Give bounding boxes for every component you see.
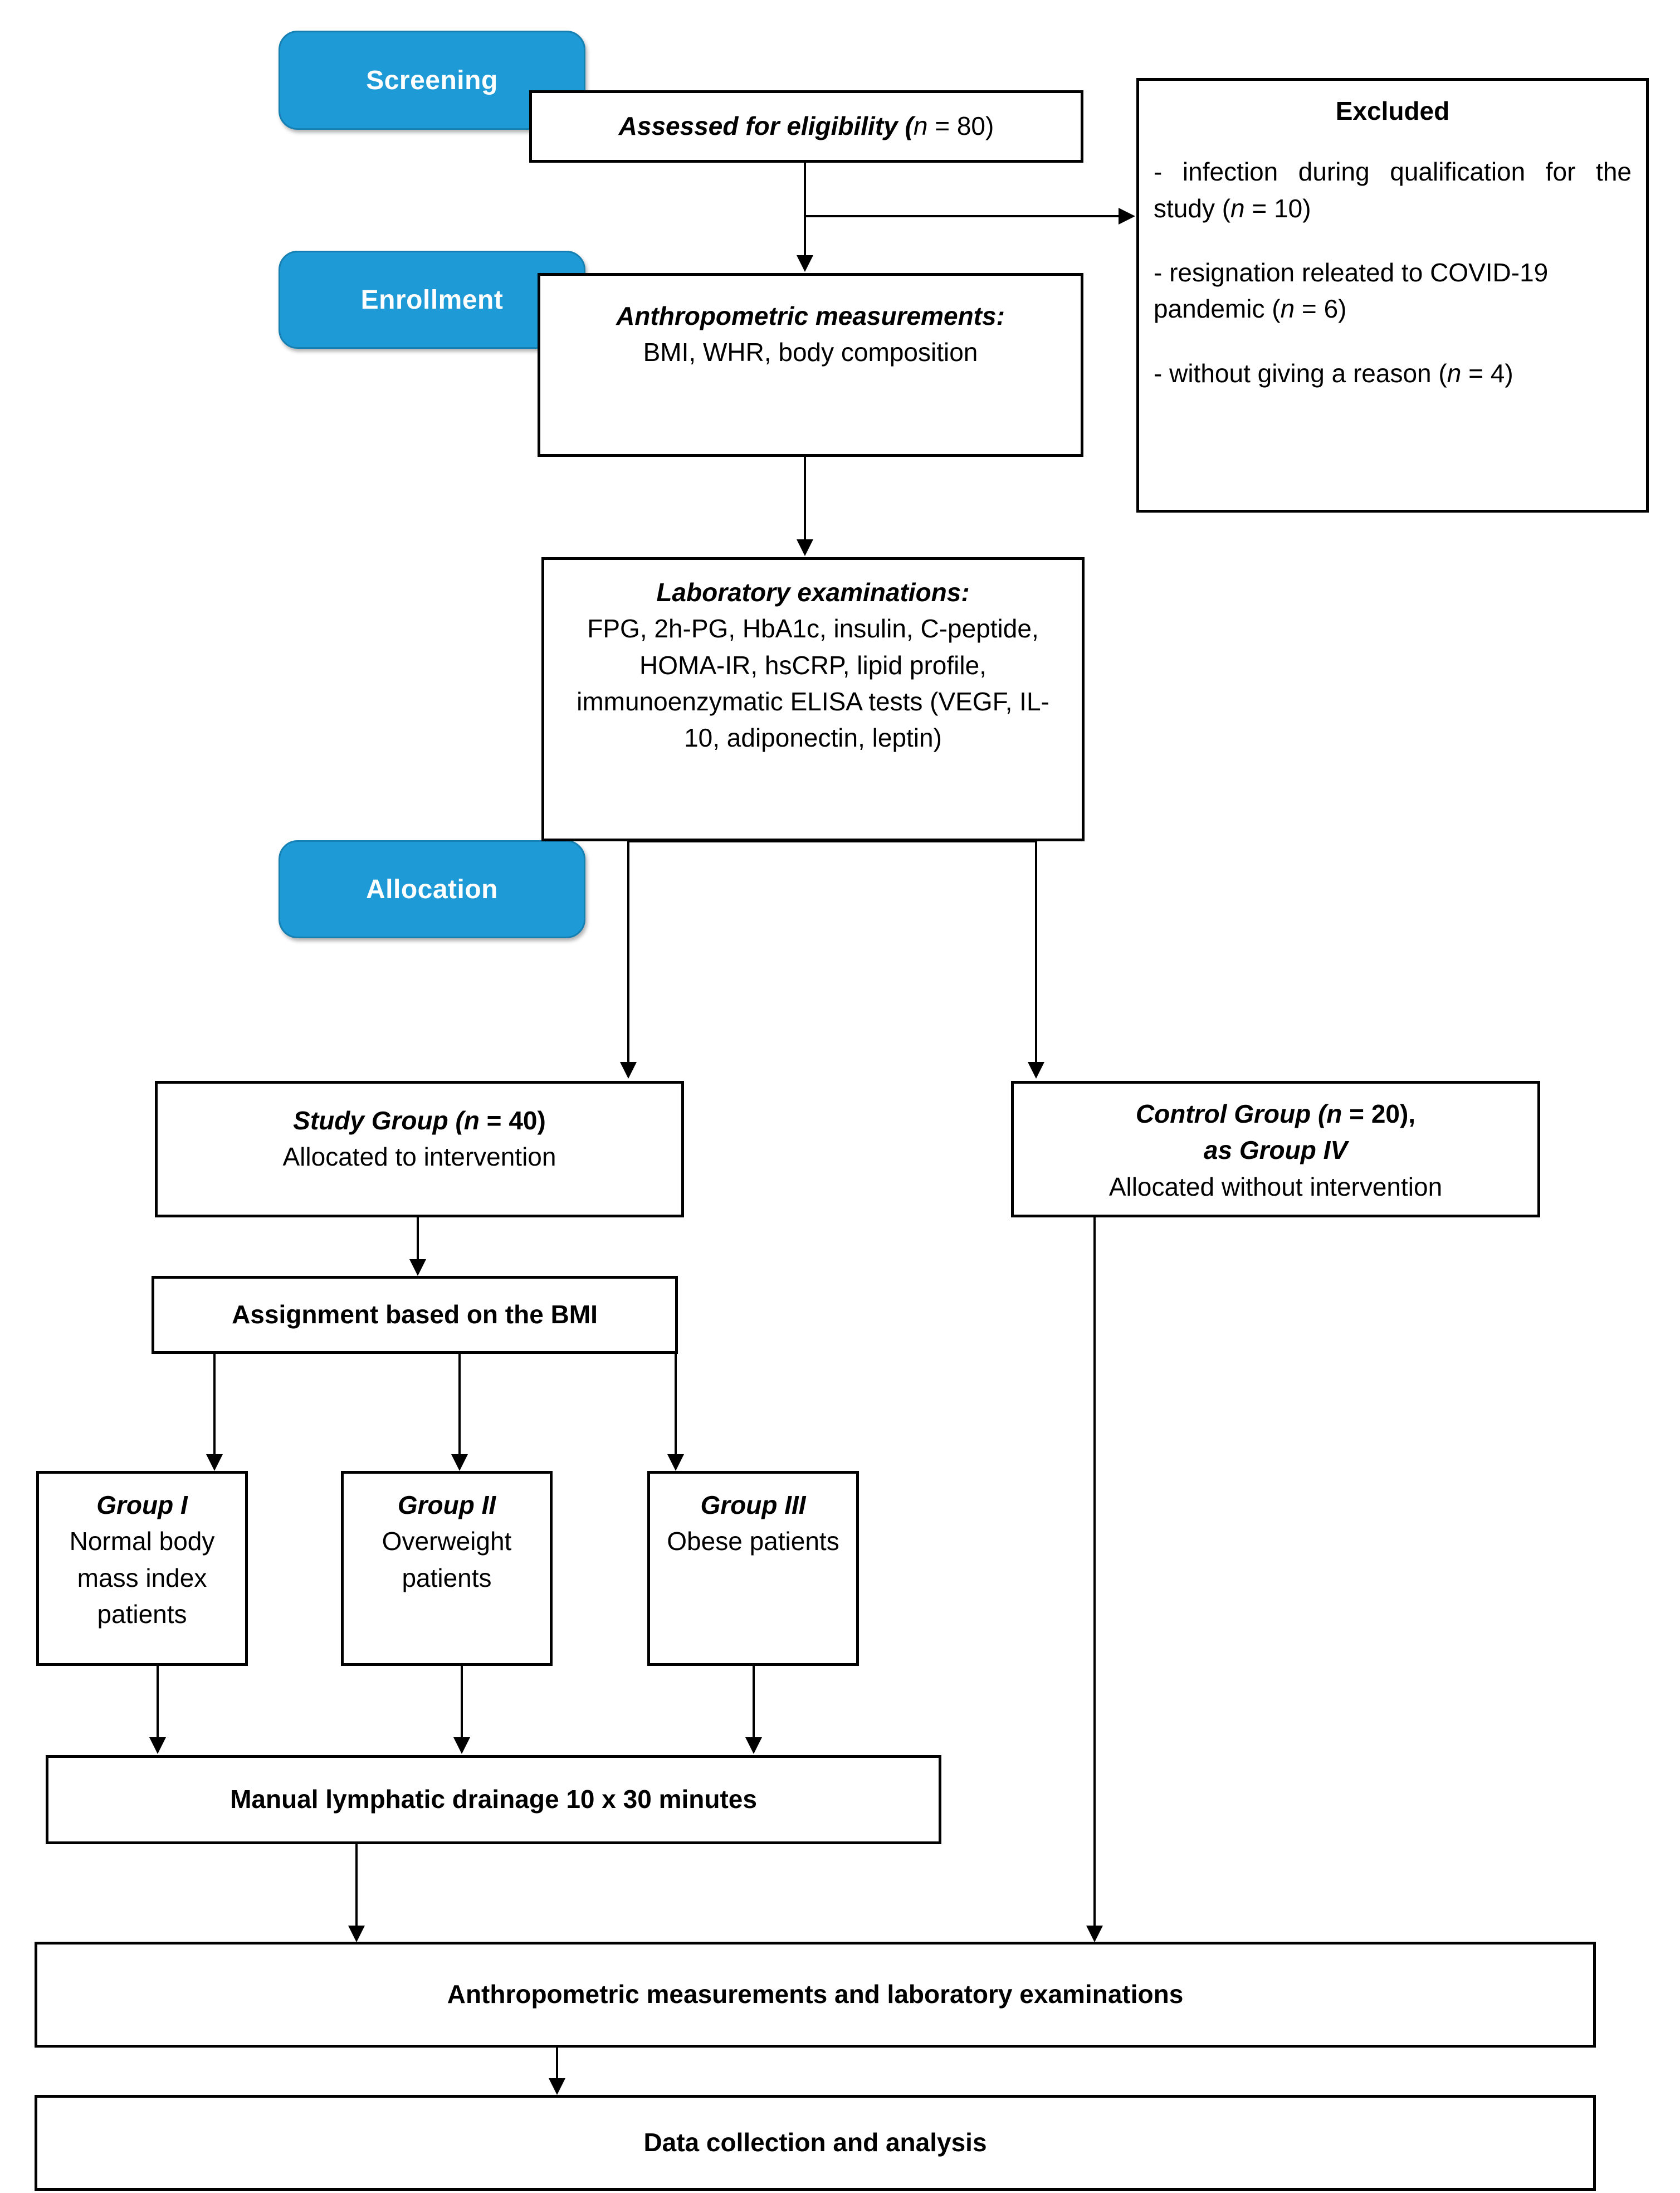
connector-study-to-bmi-line xyxy=(417,1217,419,1261)
connector-bmi-to-group-ii-line xyxy=(458,1354,461,1455)
connector-assessed-to-excluded-arrow xyxy=(1119,208,1135,225)
connector-group-ii-to-drainage-arrow xyxy=(453,1737,470,1754)
node-group-iii: Group III Obese patients xyxy=(647,1471,859,1666)
node-assessed-for-eligibility: Assessed for eligibility (n = 80) xyxy=(529,90,1083,163)
connector-drainage-to-followup-line xyxy=(355,1844,358,1928)
control-group-body: Allocated without intervention xyxy=(1108,1172,1443,1201)
connector-assessed-to-excluded-line xyxy=(804,215,1119,217)
assessed-label: Assessed for eligibility (n = 80) xyxy=(618,111,994,141)
group-i-heading: Group I xyxy=(96,1490,188,1519)
connector-group-ii-to-drainage-line xyxy=(461,1666,463,1738)
anthropometric-body: BMI, WHR, body composition xyxy=(643,338,978,367)
node-study-group: Study Group (n = 40) Allocated to interv… xyxy=(155,1081,684,1217)
node-data-collection-analysis: Data collection and analysis xyxy=(35,2095,1596,2191)
connector-group-iii-to-drainage-line xyxy=(753,1666,755,1738)
node-manual-lymphatic-drainage: Manual lymphatic drainage 10 x 30 minute… xyxy=(46,1755,941,1844)
laboratory-heading: Laboratory examinations: xyxy=(656,578,970,607)
group-ii-heading: Group II xyxy=(397,1490,496,1519)
connector-control-to-followup-line xyxy=(1093,1217,1096,1928)
node-laboratory-examinations: Laboratory examinations: FPG, 2h-PG, HbA… xyxy=(541,557,1085,841)
connector-drainage-to-followup-arrow xyxy=(348,1926,365,1942)
stage-badge-allocation: Allocation xyxy=(279,840,585,938)
connector-assessed-trunk xyxy=(804,163,806,256)
group-i-body: Normal body mass index patients xyxy=(69,1527,215,1629)
followup-label: Anthropometric measurements and laborato… xyxy=(447,1980,1184,2009)
connector-laboratory-to-study-line xyxy=(627,840,629,1063)
node-group-ii: Group II Overweight patients xyxy=(341,1471,553,1666)
bmi-assignment-label: Assignment based on the BMI xyxy=(232,1300,598,1329)
study-group-body: Allocated to intervention xyxy=(282,1142,556,1172)
connector-study-to-bmi-arrow xyxy=(409,1259,426,1276)
excluded-item-1: - infection during qualification for the… xyxy=(1154,157,1632,223)
excluded-item-3: - without giving a reason (n = 4) xyxy=(1154,358,1513,388)
stage-badge-screening: Screening xyxy=(279,31,585,130)
stage-badge-allocation-label: Allocation xyxy=(365,874,498,904)
node-group-i: Group I Normal body mass index patients xyxy=(36,1471,248,1666)
connector-anthropometric-to-laboratory-arrow xyxy=(797,539,813,556)
group-ii-body: Overweight patients xyxy=(382,1527,512,1592)
connector-bmi-to-group-i-line xyxy=(213,1354,216,1455)
study-group-heading: Study Group (n = 40) xyxy=(293,1106,546,1135)
node-anthropometric-measurements: Anthropometric measurements: BMI, WHR, b… xyxy=(538,273,1083,457)
anthropometric-heading: Anthropometric measurements: xyxy=(616,301,1005,330)
stage-badge-enrollment: Enrollment xyxy=(279,251,585,349)
connector-followup-to-analysis-line xyxy=(556,2048,558,2081)
group-iii-heading: Group III xyxy=(700,1490,806,1519)
stage-badge-screening-label: Screening xyxy=(366,65,498,95)
connector-group-i-to-drainage-line xyxy=(157,1666,159,1738)
laboratory-body: FPG, 2h-PG, HbA1c, insulin, C-peptide, H… xyxy=(577,614,1049,753)
connector-assessed-to-anthropometric-arrow xyxy=(797,255,813,272)
node-control-group: Control Group (n = 20), as Group IV Allo… xyxy=(1011,1081,1540,1217)
excluded-item-2: - resignation releated to COVID-19 pande… xyxy=(1154,257,1549,324)
connector-laboratory-to-control-line xyxy=(1035,840,1037,1063)
node-bmi-assignment: Assignment based on the BMI xyxy=(152,1276,678,1354)
connector-group-iii-to-drainage-arrow xyxy=(745,1737,762,1754)
connector-anthropometric-trunk xyxy=(804,457,806,540)
control-group-heading: Control Group (n = 20), xyxy=(1135,1099,1416,1128)
connector-bmi-to-group-ii-arrow xyxy=(451,1454,468,1471)
stage-badge-enrollment-label: Enrollment xyxy=(360,285,504,315)
analysis-label: Data collection and analysis xyxy=(643,2128,987,2157)
connector-laboratory-to-study-arrow xyxy=(620,1062,637,1079)
connector-control-to-followup-arrow xyxy=(1086,1926,1103,1942)
node-followup-measurements: Anthropometric measurements and laborato… xyxy=(35,1942,1596,2048)
node-excluded: Excluded - infection during qualificatio… xyxy=(1136,78,1649,513)
connector-laboratory-to-control-arrow xyxy=(1028,1062,1044,1079)
excluded-heading: Excluded xyxy=(1335,96,1450,125)
connector-followup-to-analysis-arrow xyxy=(549,2078,565,2095)
group-iii-body: Obese patients xyxy=(667,1527,839,1556)
connector-bmi-to-group-iii-arrow xyxy=(667,1454,684,1471)
connector-bmi-to-group-i-arrow xyxy=(206,1454,223,1471)
connector-bmi-to-group-iii-line xyxy=(675,1354,677,1455)
connector-laboratory-split-bar xyxy=(627,840,1037,842)
drainage-label: Manual lymphatic drainage 10 x 30 minute… xyxy=(230,1785,757,1814)
connector-group-i-to-drainage-arrow xyxy=(149,1737,166,1754)
control-group-subheading: as Group IV xyxy=(1203,1136,1348,1165)
